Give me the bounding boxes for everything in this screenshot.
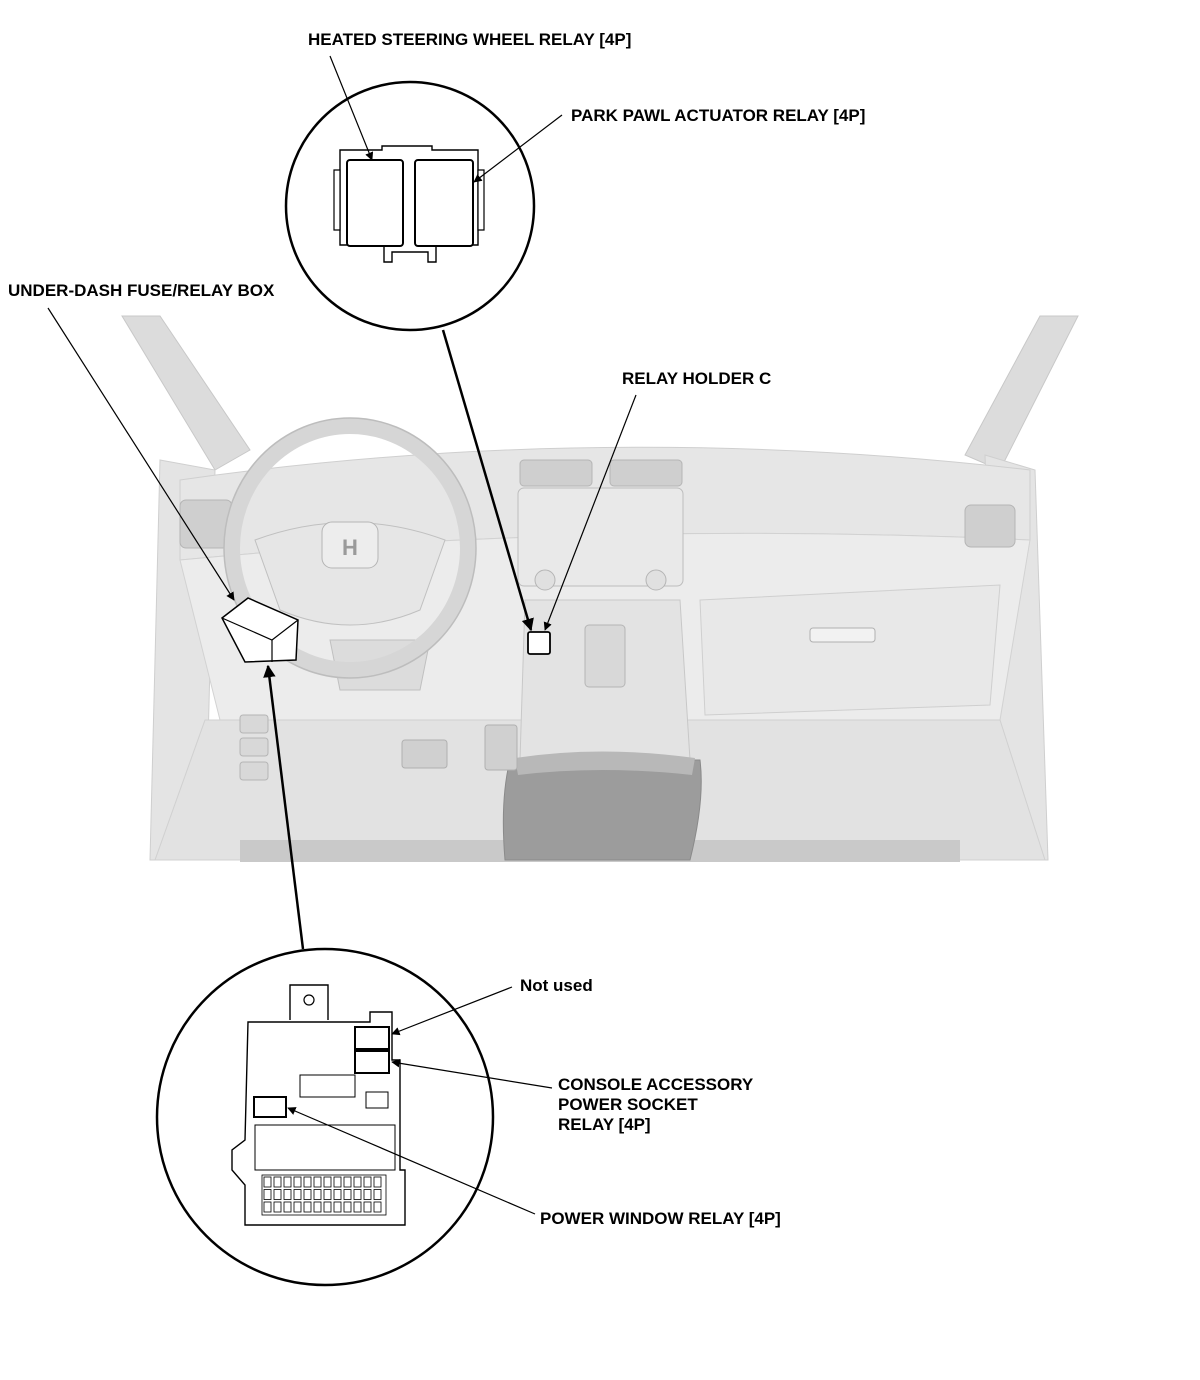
center-vent-left bbox=[519, 459, 593, 487]
relay-holder-c-detail bbox=[284, 80, 536, 332]
fuse-slot bbox=[333, 1189, 342, 1200]
not-used-relay-shape bbox=[354, 1026, 390, 1050]
honda-logo-icon: H bbox=[342, 535, 358, 560]
steering-wheel-rim bbox=[224, 418, 476, 678]
fuse-slot bbox=[363, 1201, 372, 1213]
fuse-slot bbox=[353, 1189, 362, 1200]
left-switch-3 bbox=[239, 761, 269, 781]
console-accessory-relay-shape bbox=[354, 1050, 390, 1074]
label-under-dash-fuse-relay-box: UNDER-DASH FUSE/RELAY BOX bbox=[8, 281, 275, 300]
console-armrest-top bbox=[515, 751, 695, 775]
fuse-slot bbox=[363, 1189, 372, 1200]
fuse-slot bbox=[293, 1201, 302, 1213]
fuse-slot bbox=[343, 1189, 352, 1200]
accelerator-pedal bbox=[484, 724, 518, 771]
steering-wheel-rim-edge bbox=[223, 417, 477, 679]
leader-console-accessory bbox=[391, 1059, 553, 1089]
fuse-slot bbox=[313, 1201, 322, 1213]
leader-park-pawl bbox=[473, 114, 563, 183]
under-dash-fuse-relay-box-marker bbox=[221, 597, 299, 663]
fuse-slot bbox=[343, 1176, 352, 1188]
fuse-slot bbox=[273, 1189, 282, 1200]
under-dash-fuse-box-detail bbox=[155, 947, 495, 1287]
steering-wheel-hub bbox=[254, 522, 446, 626]
fuse-slot bbox=[373, 1201, 382, 1213]
label-not-used: Not used bbox=[520, 976, 593, 995]
right-air-vent bbox=[964, 504, 1016, 548]
fuse-slot bbox=[323, 1201, 332, 1213]
left-switch-1 bbox=[239, 714, 269, 734]
center-console bbox=[502, 759, 702, 861]
fuse-slot bbox=[373, 1189, 382, 1200]
glovebox bbox=[699, 584, 1001, 716]
fuse-slot bbox=[333, 1176, 342, 1188]
fuse-slot bbox=[293, 1176, 302, 1188]
brake-pedal bbox=[401, 739, 448, 769]
left-switch-2 bbox=[239, 737, 269, 757]
fuse-slot bbox=[353, 1201, 362, 1213]
label-relay-holder-c: RELAY HOLDER C bbox=[622, 369, 772, 388]
leader-heated-steering bbox=[329, 55, 374, 161]
power-window-relay-shape bbox=[253, 1096, 287, 1118]
leader-relay-holder-c bbox=[543, 394, 637, 631]
label-console-accessory-line1: CONSOLE ACCESSORY bbox=[558, 1075, 754, 1094]
fuse-slot bbox=[303, 1201, 312, 1213]
glovebox-handle bbox=[809, 627, 876, 643]
fuse-slot bbox=[283, 1189, 292, 1200]
relay-holder-c-marker bbox=[527, 631, 551, 655]
leader-under-dash-box bbox=[47, 307, 235, 601]
fuse-slot bbox=[323, 1176, 332, 1188]
park-pawl-actuator-relay-shape bbox=[414, 159, 474, 247]
fuse-slot bbox=[263, 1176, 272, 1188]
fuse-slot bbox=[373, 1176, 382, 1188]
shifter bbox=[584, 624, 626, 688]
dashboard-illustration: H bbox=[121, 315, 1079, 862]
label-console-accessory-line3: RELAY [4P] bbox=[558, 1115, 651, 1134]
heated-steering-wheel-relay-shape bbox=[346, 159, 404, 247]
label-heated-steering-wheel-relay: HEATED STEERING WHEEL RELAY [4P] bbox=[308, 30, 632, 49]
leader-bottom-circle-to-box bbox=[263, 664, 305, 950]
leader-top-circle-to-holder bbox=[441, 329, 534, 632]
leader-not-used bbox=[391, 986, 513, 1036]
fuse-slot bbox=[323, 1189, 332, 1200]
fuse-slot bbox=[363, 1176, 372, 1188]
fuse-slot bbox=[333, 1201, 342, 1213]
fuse-slot bbox=[283, 1201, 292, 1213]
left-a-pillar bbox=[121, 315, 251, 471]
steering-wheel-center bbox=[321, 521, 379, 569]
fuse-slot bbox=[353, 1176, 362, 1188]
label-console-accessory-line2: POWER SOCKET bbox=[558, 1095, 698, 1114]
fuse-slot bbox=[303, 1176, 312, 1188]
fuse-slot bbox=[283, 1176, 292, 1188]
fuse-slot bbox=[303, 1189, 312, 1200]
right-knob bbox=[645, 569, 667, 591]
center-vent-right bbox=[609, 459, 683, 487]
fuse-slot bbox=[313, 1189, 322, 1200]
fuse-slot bbox=[293, 1189, 302, 1200]
leader-lines bbox=[47, 55, 637, 1215]
fuse-grid bbox=[261, 1174, 387, 1216]
fuse-slot bbox=[273, 1201, 282, 1213]
fuse-slot bbox=[313, 1176, 322, 1188]
fuse-slot bbox=[263, 1189, 272, 1200]
fuse-slot bbox=[343, 1201, 352, 1213]
leader-power-window bbox=[287, 1107, 536, 1215]
label-park-pawl-actuator-relay: PARK PAWL ACTUATOR RELAY [4P] bbox=[571, 106, 866, 125]
right-a-pillar bbox=[964, 315, 1079, 471]
fuse-slot bbox=[263, 1201, 272, 1213]
left-knob bbox=[534, 569, 556, 591]
fuse-slot bbox=[273, 1176, 282, 1188]
label-power-window-relay: POWER WINDOW RELAY [4P] bbox=[540, 1209, 781, 1228]
